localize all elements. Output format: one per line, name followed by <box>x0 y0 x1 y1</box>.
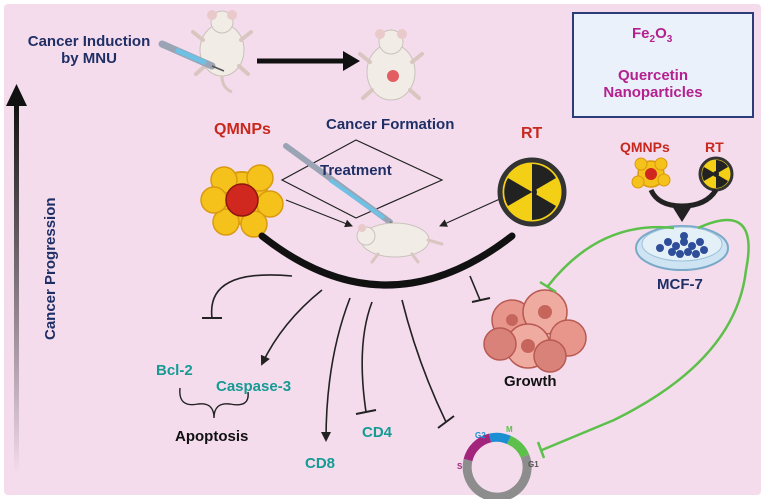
branch-caspase3 <box>260 289 323 366</box>
fe2o3-legend-label: Fe2O3 <box>632 25 672 46</box>
induction-arrow <box>257 51 360 71</box>
bcl2-label: Bcl-2 <box>156 362 193 379</box>
radiation-icon <box>497 157 567 227</box>
branch-bcl2 <box>210 274 293 319</box>
growth-inhibit-bar <box>471 297 491 303</box>
branch-cd8 <box>321 297 351 442</box>
green-line-to-cell-cycle <box>541 218 750 452</box>
quercetin-legend-label: Quercetin Nanoparticles <box>603 67 703 102</box>
cell-cycle-s-label: S <box>457 462 463 471</box>
petri-dish-icon <box>635 225 729 271</box>
radiation-small-icon <box>698 156 734 192</box>
legend-box <box>572 12 754 118</box>
qmnps-label: QMNPs <box>214 121 271 138</box>
branch-growth <box>469 275 481 301</box>
growth-label: Growth <box>504 373 557 390</box>
fe-subscript: 2 <box>649 34 656 45</box>
invitro-arrow-head <box>672 206 692 222</box>
cd8-label: CD8 <box>305 455 336 472</box>
green-inhibition-lines <box>536 218 750 459</box>
apoptosis-brace <box>179 387 249 419</box>
nanoparticles-text: Nanoparticles <box>603 84 703 102</box>
cell-cycle-m-label: M <box>506 425 513 434</box>
cancer-progression-arrow <box>6 84 27 474</box>
cell-cycle-icon <box>462 432 532 499</box>
cancer-induction-label: Cancer Induction by MNU <box>14 33 164 68</box>
cell-cycle-g2-label: G2 <box>475 431 486 440</box>
cell-cycle-g1-label: G1 <box>528 460 539 469</box>
green-line-to-growth <box>547 225 675 287</box>
qmnp-particle-icon <box>200 164 284 238</box>
invitro-qmnps-label: QMNPs <box>620 139 670 155</box>
treatment-label: Treatment <box>320 162 392 179</box>
invitro-rt-label: RT <box>705 139 724 155</box>
mouse-tumor-icon <box>358 29 424 101</box>
green-bar-cell-cycle <box>536 441 546 459</box>
o-subscript: 3 <box>666 34 673 45</box>
cancer-formation-label: Cancer Formation <box>326 116 455 133</box>
induction-line1: Cancer Induction <box>27 33 151 50</box>
apoptosis-label: Apoptosis <box>175 428 249 445</box>
caspase3-label: Caspase-3 <box>216 378 292 395</box>
cd4-label: CD4 <box>362 424 393 441</box>
green-bar-growth <box>539 280 557 294</box>
branch-cd4 <box>361 301 373 413</box>
cell-cycle-inhibit-bar <box>437 415 455 429</box>
o-text: O <box>655 25 667 42</box>
cd4-inhibit-bar <box>355 409 377 415</box>
syringe-icon <box>158 40 225 72</box>
induction-line2: by MNU <box>61 50 117 68</box>
branch-cell-cycle <box>401 299 447 423</box>
mcf7-label: MCF-7 <box>657 276 703 293</box>
treatment-bracket <box>280 139 503 228</box>
rt-label: RT <box>521 125 543 142</box>
qmnp-small-icon <box>631 157 671 189</box>
tumor-growth-icon <box>483 289 587 373</box>
effect-branches <box>202 274 491 442</box>
quercetin-text: Quercetin <box>617 67 689 84</box>
effects-bracket <box>258 232 516 289</box>
fe-text: Fe <box>632 25 650 42</box>
treated-mouse-icon <box>356 222 444 264</box>
cancer-progression-label: Cancer Progression <box>42 197 59 340</box>
